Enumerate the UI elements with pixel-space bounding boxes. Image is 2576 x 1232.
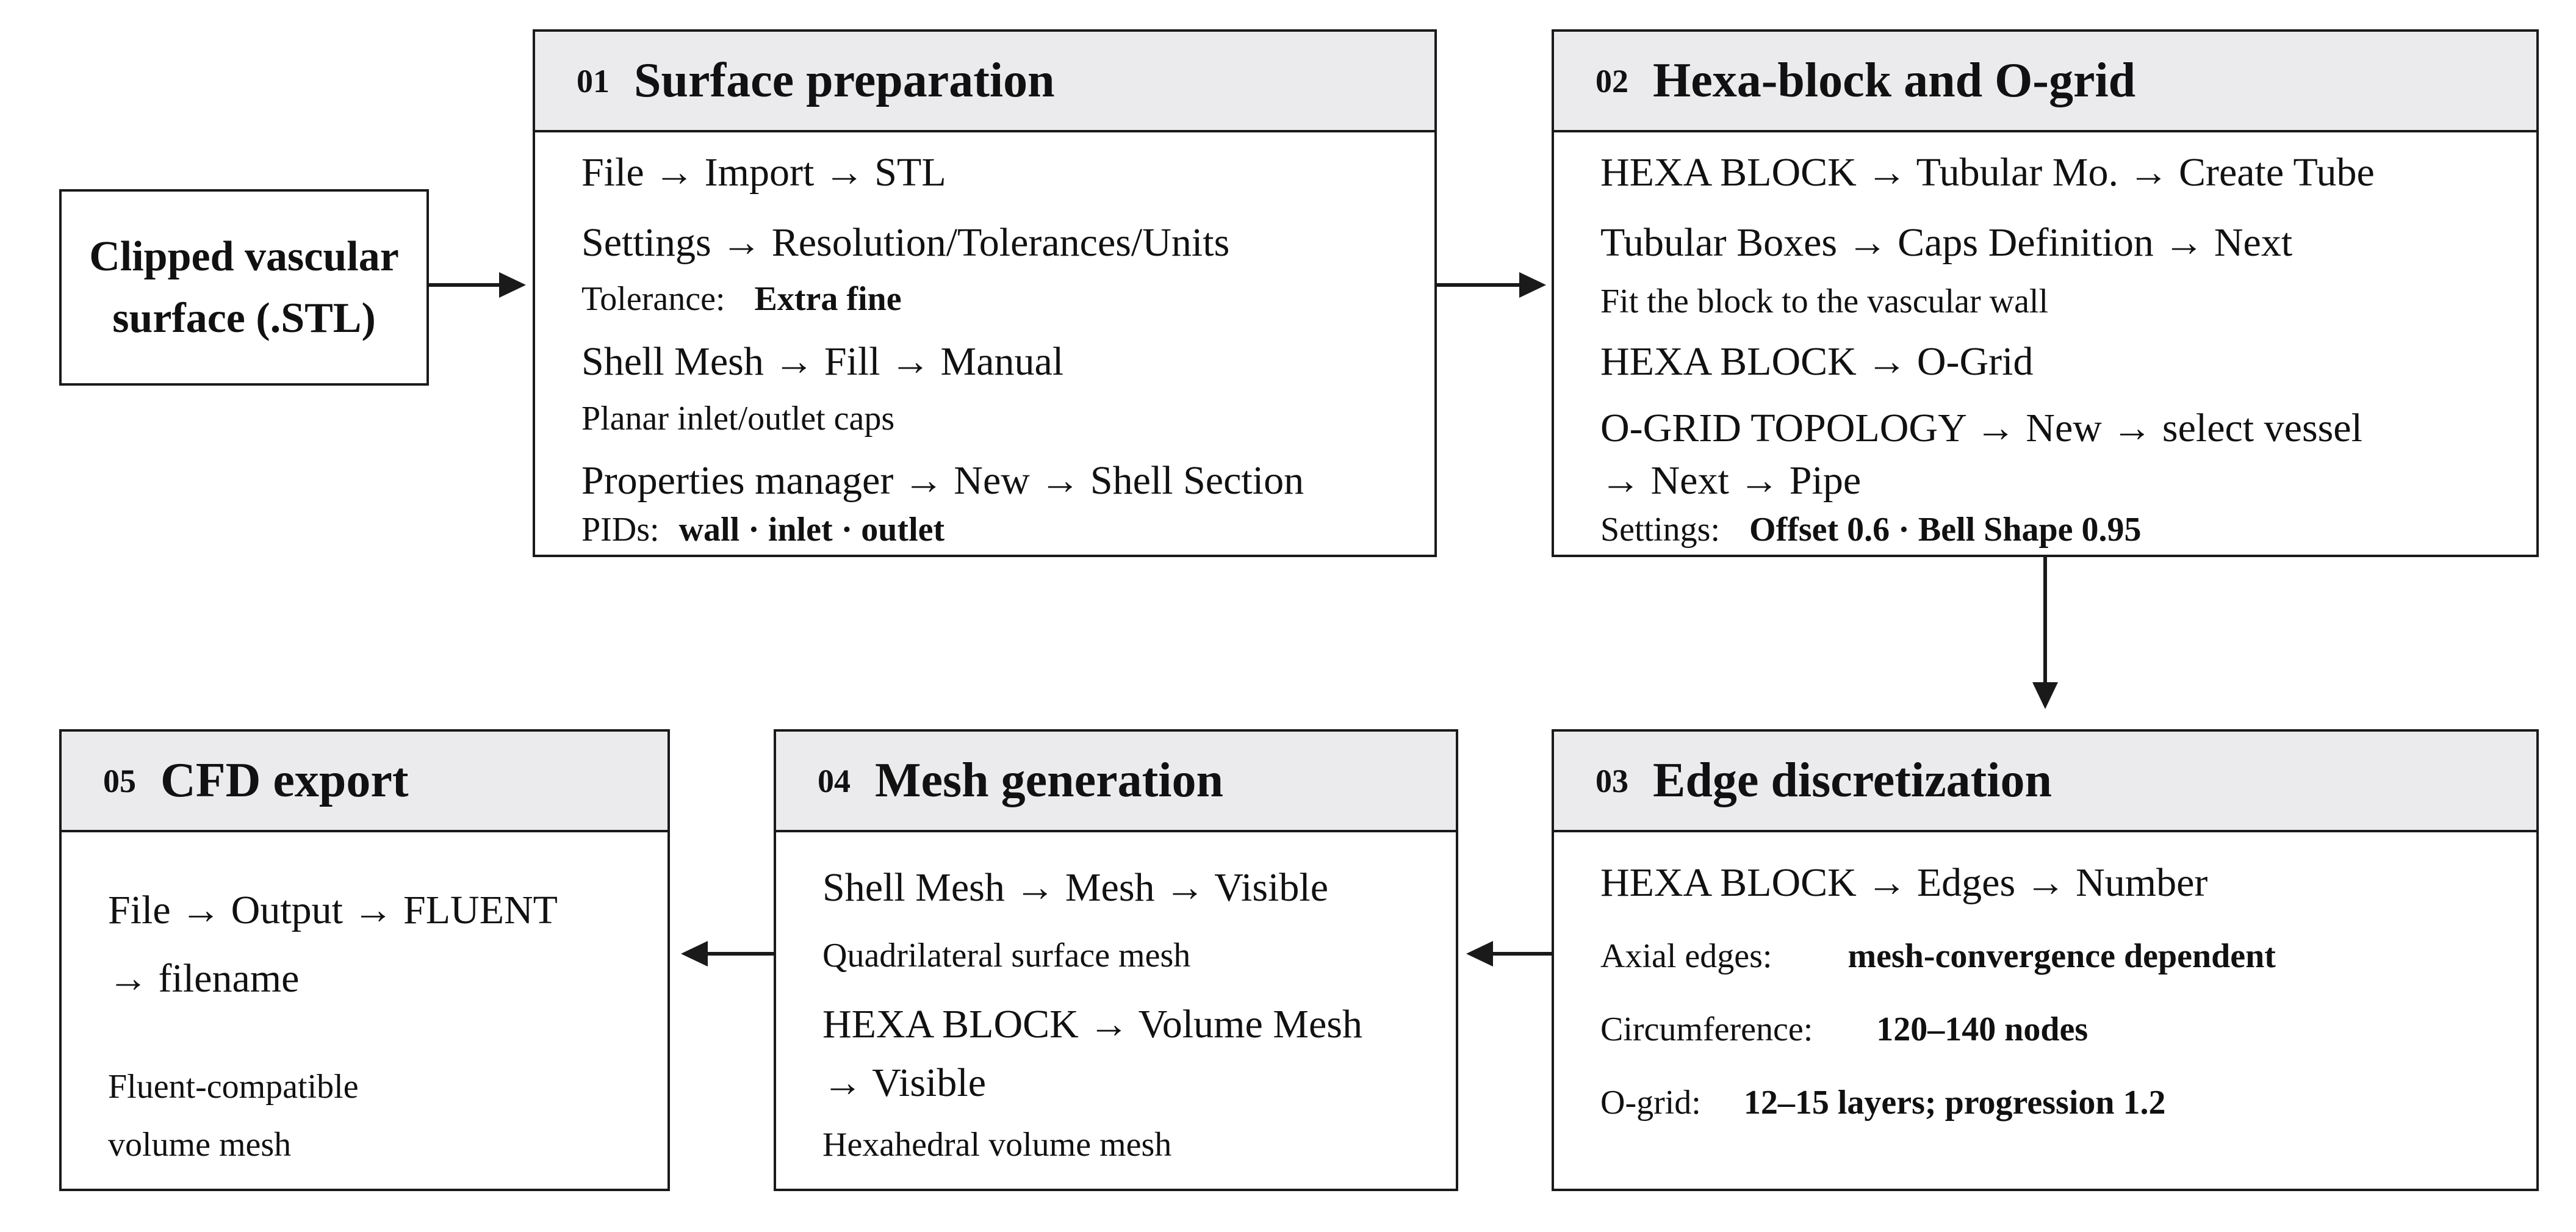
pids-value: wall · inlet · outlet bbox=[678, 511, 945, 549]
axial-label: Axial edges: bbox=[1600, 937, 1772, 975]
ogrid-value: 12–15 layers; progression 1.2 bbox=[1743, 1084, 2166, 1122]
arrowhead-source-to-01 bbox=[499, 272, 526, 298]
source-line-1: Clipped vascular bbox=[89, 232, 399, 280]
step-title: Hexa-block and O-grid bbox=[1653, 54, 2136, 107]
step-05-line-3: Fluent-compatible bbox=[108, 1068, 359, 1106]
step-number: 04 bbox=[818, 762, 851, 799]
step-04-line-4: → Visible bbox=[822, 1061, 986, 1105]
step-01-box: 01 Surface preparation File → Import → S… bbox=[533, 29, 1437, 557]
source-line-2: surface (.STL) bbox=[112, 295, 376, 342]
step-04-line-3: HEXA BLOCK → Volume Mesh bbox=[822, 1002, 1362, 1046]
step-number: 05 bbox=[103, 762, 136, 799]
circumference-value: 120–140 nodes bbox=[1876, 1010, 2089, 1048]
step-01-line-2: Settings → Resolution/Tolerances/Units bbox=[581, 220, 1230, 265]
step-03-circumference: Circumference: 120–140 nodes bbox=[1600, 1010, 2088, 1049]
circumference-label: Circumference: bbox=[1600, 1010, 1813, 1048]
step-01-line-4: Shell Mesh → Fill → Manual bbox=[581, 339, 1064, 384]
step-title: Mesh generation bbox=[875, 754, 1224, 807]
arrowhead-03-to-04 bbox=[1466, 941, 1493, 967]
step-01-line-5: Planar inlet/outlet caps bbox=[581, 400, 895, 438]
step-05-line-1: File → Output → FLUENT bbox=[108, 888, 558, 932]
step-02-header: 02 Hexa-block and O-grid bbox=[1554, 32, 2536, 132]
tolerance-label: Tolerance: bbox=[581, 280, 725, 318]
step-01-line-6: Properties manager → New → Shell Section bbox=[581, 458, 1304, 503]
step-01-line-1: File → Import → STL bbox=[581, 150, 946, 195]
step-02-line-4: HEXA BLOCK → O-Grid bbox=[1600, 339, 2034, 384]
step-title: Edge discretization bbox=[1653, 754, 2053, 807]
step-02-line-5: O-GRID TOPOLOGY → New → select vessel bbox=[1600, 406, 2362, 450]
step-number: 02 bbox=[1596, 62, 1628, 99]
step-02-line-6: → Next → Pipe bbox=[1600, 458, 1862, 503]
step-title: Surface preparation bbox=[634, 54, 1055, 107]
axial-value: mesh-convergence dependent bbox=[1847, 937, 2276, 975]
step-04-box: 04 Mesh generation Shell Mesh → Mesh → V… bbox=[774, 729, 1458, 1191]
arrowhead-02-to-03 bbox=[2032, 682, 2058, 709]
step-05-line-2: → filename bbox=[108, 956, 300, 1001]
step-04-line-2: Quadrilateral surface mesh bbox=[822, 937, 1191, 974]
step-02-line-3: Fit the block to the vascular wall bbox=[1600, 283, 2049, 320]
step-03-box: 03 Edge discretization HEXA BLOCK → Edge… bbox=[1552, 729, 2539, 1191]
step-01-pids: PIDs: wall · inlet · outlet bbox=[581, 510, 944, 549]
step-04-header: 04 Mesh generation bbox=[776, 732, 1456, 832]
arrowhead-04-to-05 bbox=[681, 941, 708, 967]
step-number: 03 bbox=[1596, 762, 1628, 799]
step-02-line-1: HEXA BLOCK → Tubular Mo. → Create Tube bbox=[1600, 150, 2375, 195]
settings-label: Settings: bbox=[1600, 511, 1721, 549]
step-title: CFD export bbox=[160, 754, 409, 807]
step-05-header: 05 CFD export bbox=[62, 732, 667, 832]
step-03-line-1: HEXA BLOCK → Edges → Number bbox=[1600, 860, 2208, 905]
step-05-box: 05 CFD export File → Output → FLUENT → f… bbox=[59, 729, 670, 1191]
step-number: 01 bbox=[577, 62, 610, 99]
step-02-line-2: Tubular Boxes → Caps Definition → Next bbox=[1600, 220, 2293, 265]
step-05-line-4: volume mesh bbox=[108, 1126, 292, 1164]
pids-label: PIDs: bbox=[581, 511, 660, 549]
step-03-ogrid: O-grid: 12–15 layers; progression 1.2 bbox=[1600, 1083, 2166, 1122]
step-04-line-5: Hexahedral volume mesh bbox=[822, 1126, 1172, 1164]
step-02-box: 02 Hexa-block and O-grid HEXA BLOCK → Tu… bbox=[1552, 29, 2539, 557]
tolerance-value: Extra fine bbox=[754, 280, 902, 318]
settings-value: Offset 0.6 · Bell Shape 0.95 bbox=[1749, 511, 2142, 549]
step-03-axial: Axial edges: mesh-convergence dependent bbox=[1600, 937, 2276, 976]
arrowhead-01-to-02 bbox=[1519, 272, 1546, 298]
step-03-header: 03 Edge discretization bbox=[1554, 732, 2536, 832]
step-01-tolerance: Tolerance: Extra fine bbox=[581, 279, 902, 319]
step-02-settings: Settings: Offset 0.6 · Bell Shape 0.95 bbox=[1600, 510, 2141, 549]
ogrid-label: O-grid: bbox=[1600, 1084, 1701, 1122]
source-surface-box: Clipped vascular surface (.STL) bbox=[59, 189, 429, 386]
step-01-header: 01 Surface preparation bbox=[535, 32, 1434, 132]
step-04-line-1: Shell Mesh → Mesh → Visible bbox=[822, 865, 1328, 910]
